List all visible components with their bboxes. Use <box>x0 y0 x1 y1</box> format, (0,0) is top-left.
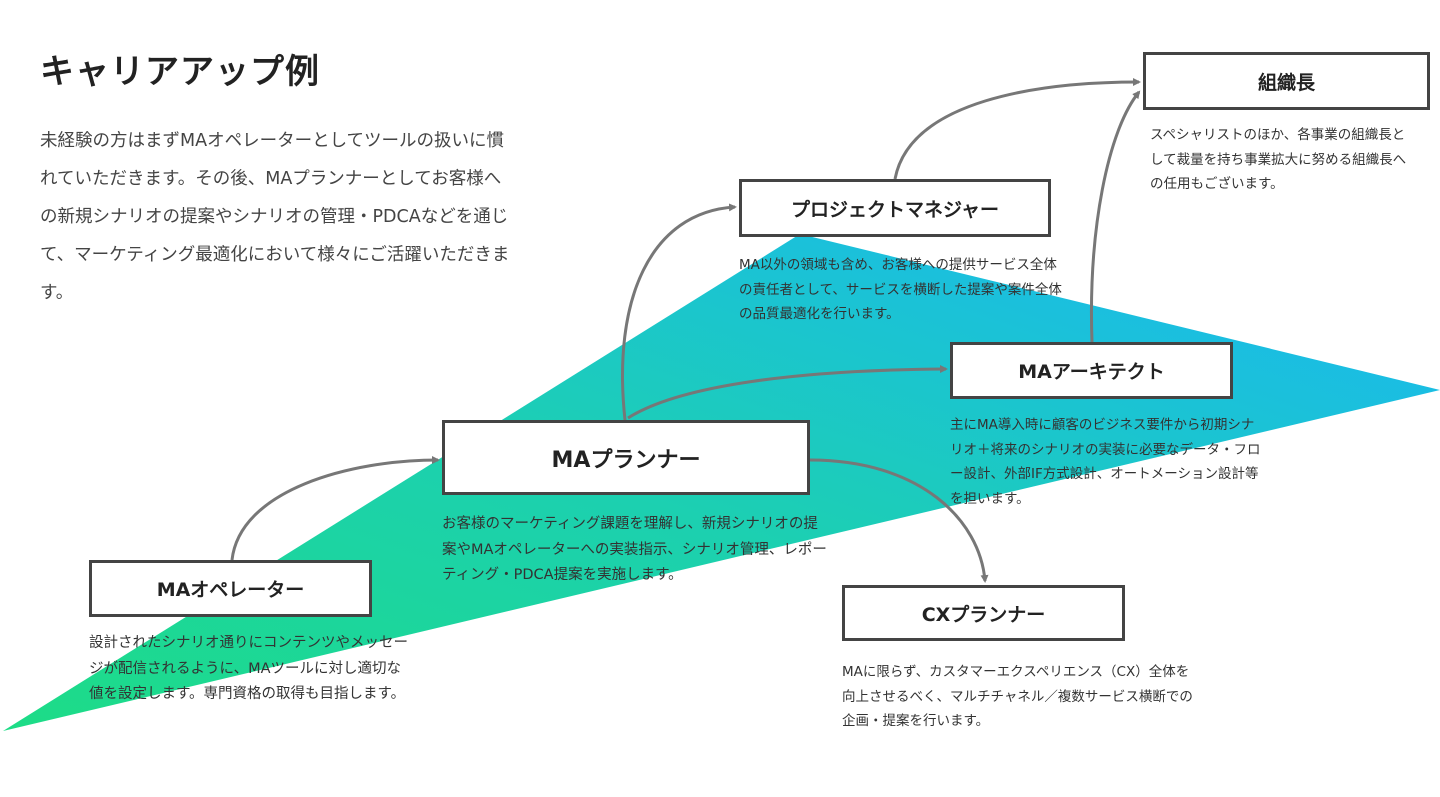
role-desc-architect: 主にMA導入時に顧客のビジネス要件から初期シナリオ＋将来のシナリオの実装に必要な… <box>950 417 1261 507</box>
arrow-planner-to-architect <box>627 365 948 420</box>
role-box-architect: MAアーキテクト <box>950 342 1233 399</box>
role-desc-planner: お客様のマーケティング課題を理解し、新規シナリオの提案やMAオペレーターへの実装… <box>442 516 827 583</box>
role-desc-pm: MA以外の領域も含め、お客様への提供サービス全体の責任者として、サービスを横断し… <box>739 257 1062 322</box>
arrow-planner-to-cx <box>809 458 989 583</box>
page-title: キャリアアップ例 <box>40 52 320 92</box>
arrow-operator-to-planner <box>230 456 440 561</box>
role-desc-manager: スペシャリストのほか、各事業の組織長として裁量を持ち事業拡大に努める組織長への任… <box>1150 127 1407 192</box>
role-box-cx: CXプランナー <box>842 585 1125 641</box>
arrow-architect-to-manager <box>1090 90 1141 343</box>
role-box-pm: プロジェクトマネジャー <box>739 179 1051 237</box>
role-desc-cx: MAに限らず、カスタマーエクスペリエンス（CX）全体を向上させるべく、マルチチャ… <box>842 664 1193 729</box>
role-box-operator: MAオペレーター <box>89 560 372 617</box>
arrow-planner-to-pm <box>621 203 737 421</box>
role-box-manager: 組織長 <box>1143 52 1430 110</box>
arrow-pm-to-manager <box>893 78 1141 180</box>
intro-text: 未経験の方はまずMAオペレーターとしてツールの扱いに慣れていただきます。その後、… <box>40 131 510 303</box>
role-box-planner: MAプランナー <box>442 420 810 495</box>
role-desc-operator: 設計されたシナリオ通りにコンテンツやメッセージが配信されるように、MAツールに対… <box>89 635 408 702</box>
